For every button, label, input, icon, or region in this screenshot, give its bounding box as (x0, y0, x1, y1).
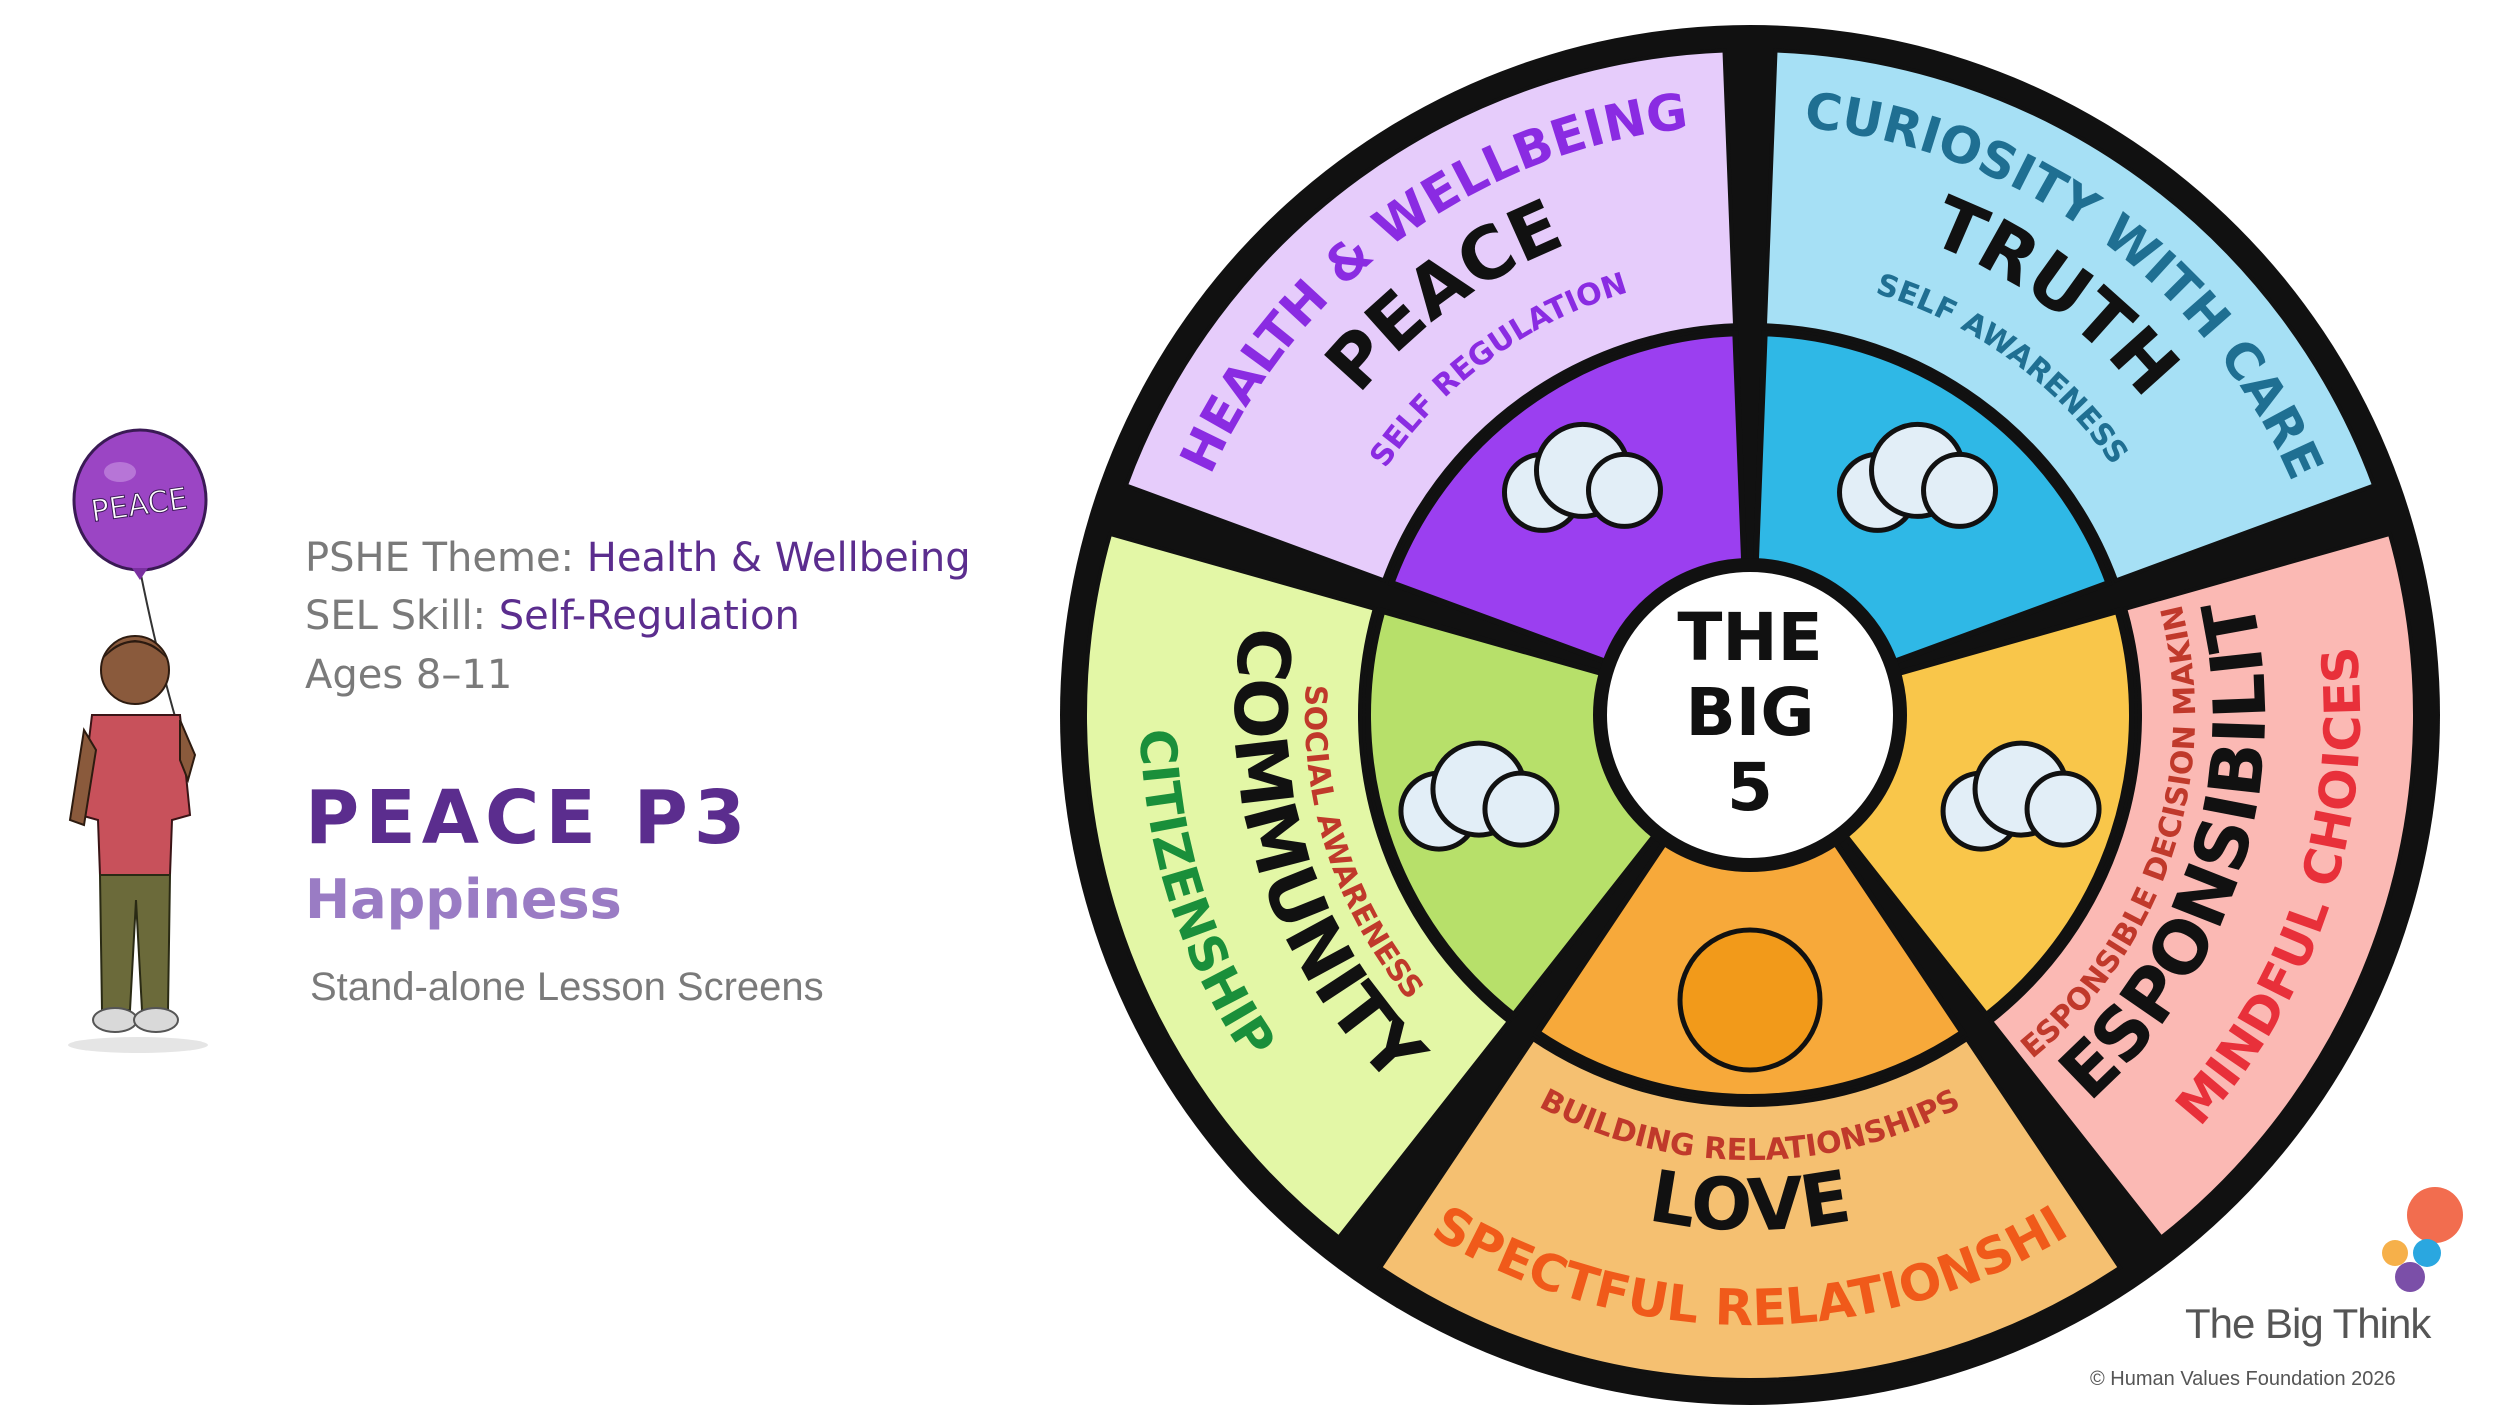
cloud-icon (1501, 421, 1663, 533)
ages-line: Ages 8–11 (305, 652, 513, 698)
copyright-footer: © Human Values Foundation 2026 (2090, 1368, 2396, 1390)
sel-skill-value: Self-Regulation (498, 593, 800, 639)
pshe-theme-line: PSHE Theme: Health & Wellbeing (305, 535, 971, 581)
segment-love-name-text: LOVE (1644, 1154, 1856, 1248)
pshe-theme-value: Health & Wellbeing (586, 535, 971, 581)
logo-dot-purple (2395, 1262, 2425, 1292)
wheel-center (1593, 558, 1907, 872)
center-text-the: THE (1677, 599, 1822, 676)
segment-community (1083, 531, 1512, 1241)
center-text-five: 5 (1727, 749, 1773, 826)
pshe-theme-label: PSHE Theme: (305, 535, 575, 581)
sun-icon (1677, 927, 1823, 1073)
cloud-icon (1940, 740, 2102, 852)
segment-truth (1762, 48, 2377, 583)
lesson-subtitle: Happiness (305, 868, 622, 931)
kid-with-balloon-illustration: PEACE (68, 428, 208, 1053)
logo-dot-orange (2382, 1240, 2408, 1266)
cloud-icon (1398, 740, 1560, 852)
segment-responsibility (1988, 531, 2417, 1241)
sel-skill-line: SEL Skill: Self-Regulation (305, 593, 800, 639)
segment-peace (1123, 48, 1738, 583)
lesson-title: PEACE P3 (305, 775, 752, 861)
logo-dot-red (2407, 1187, 2463, 1243)
big-think-logo-icon (2382, 1187, 2463, 1292)
segment-love (1377, 1036, 2123, 1382)
big-think-logo-text: The Big Think (2185, 1300, 2431, 1347)
center-text-big: BIG (1685, 674, 1814, 751)
sel-skill-label: SEL Skill: (305, 593, 487, 639)
cloud-icon (1837, 421, 1999, 533)
lesson-screens-caption: Stand-alone Lesson Screens (310, 965, 824, 1009)
logo-dot-blue (2413, 1239, 2441, 1267)
